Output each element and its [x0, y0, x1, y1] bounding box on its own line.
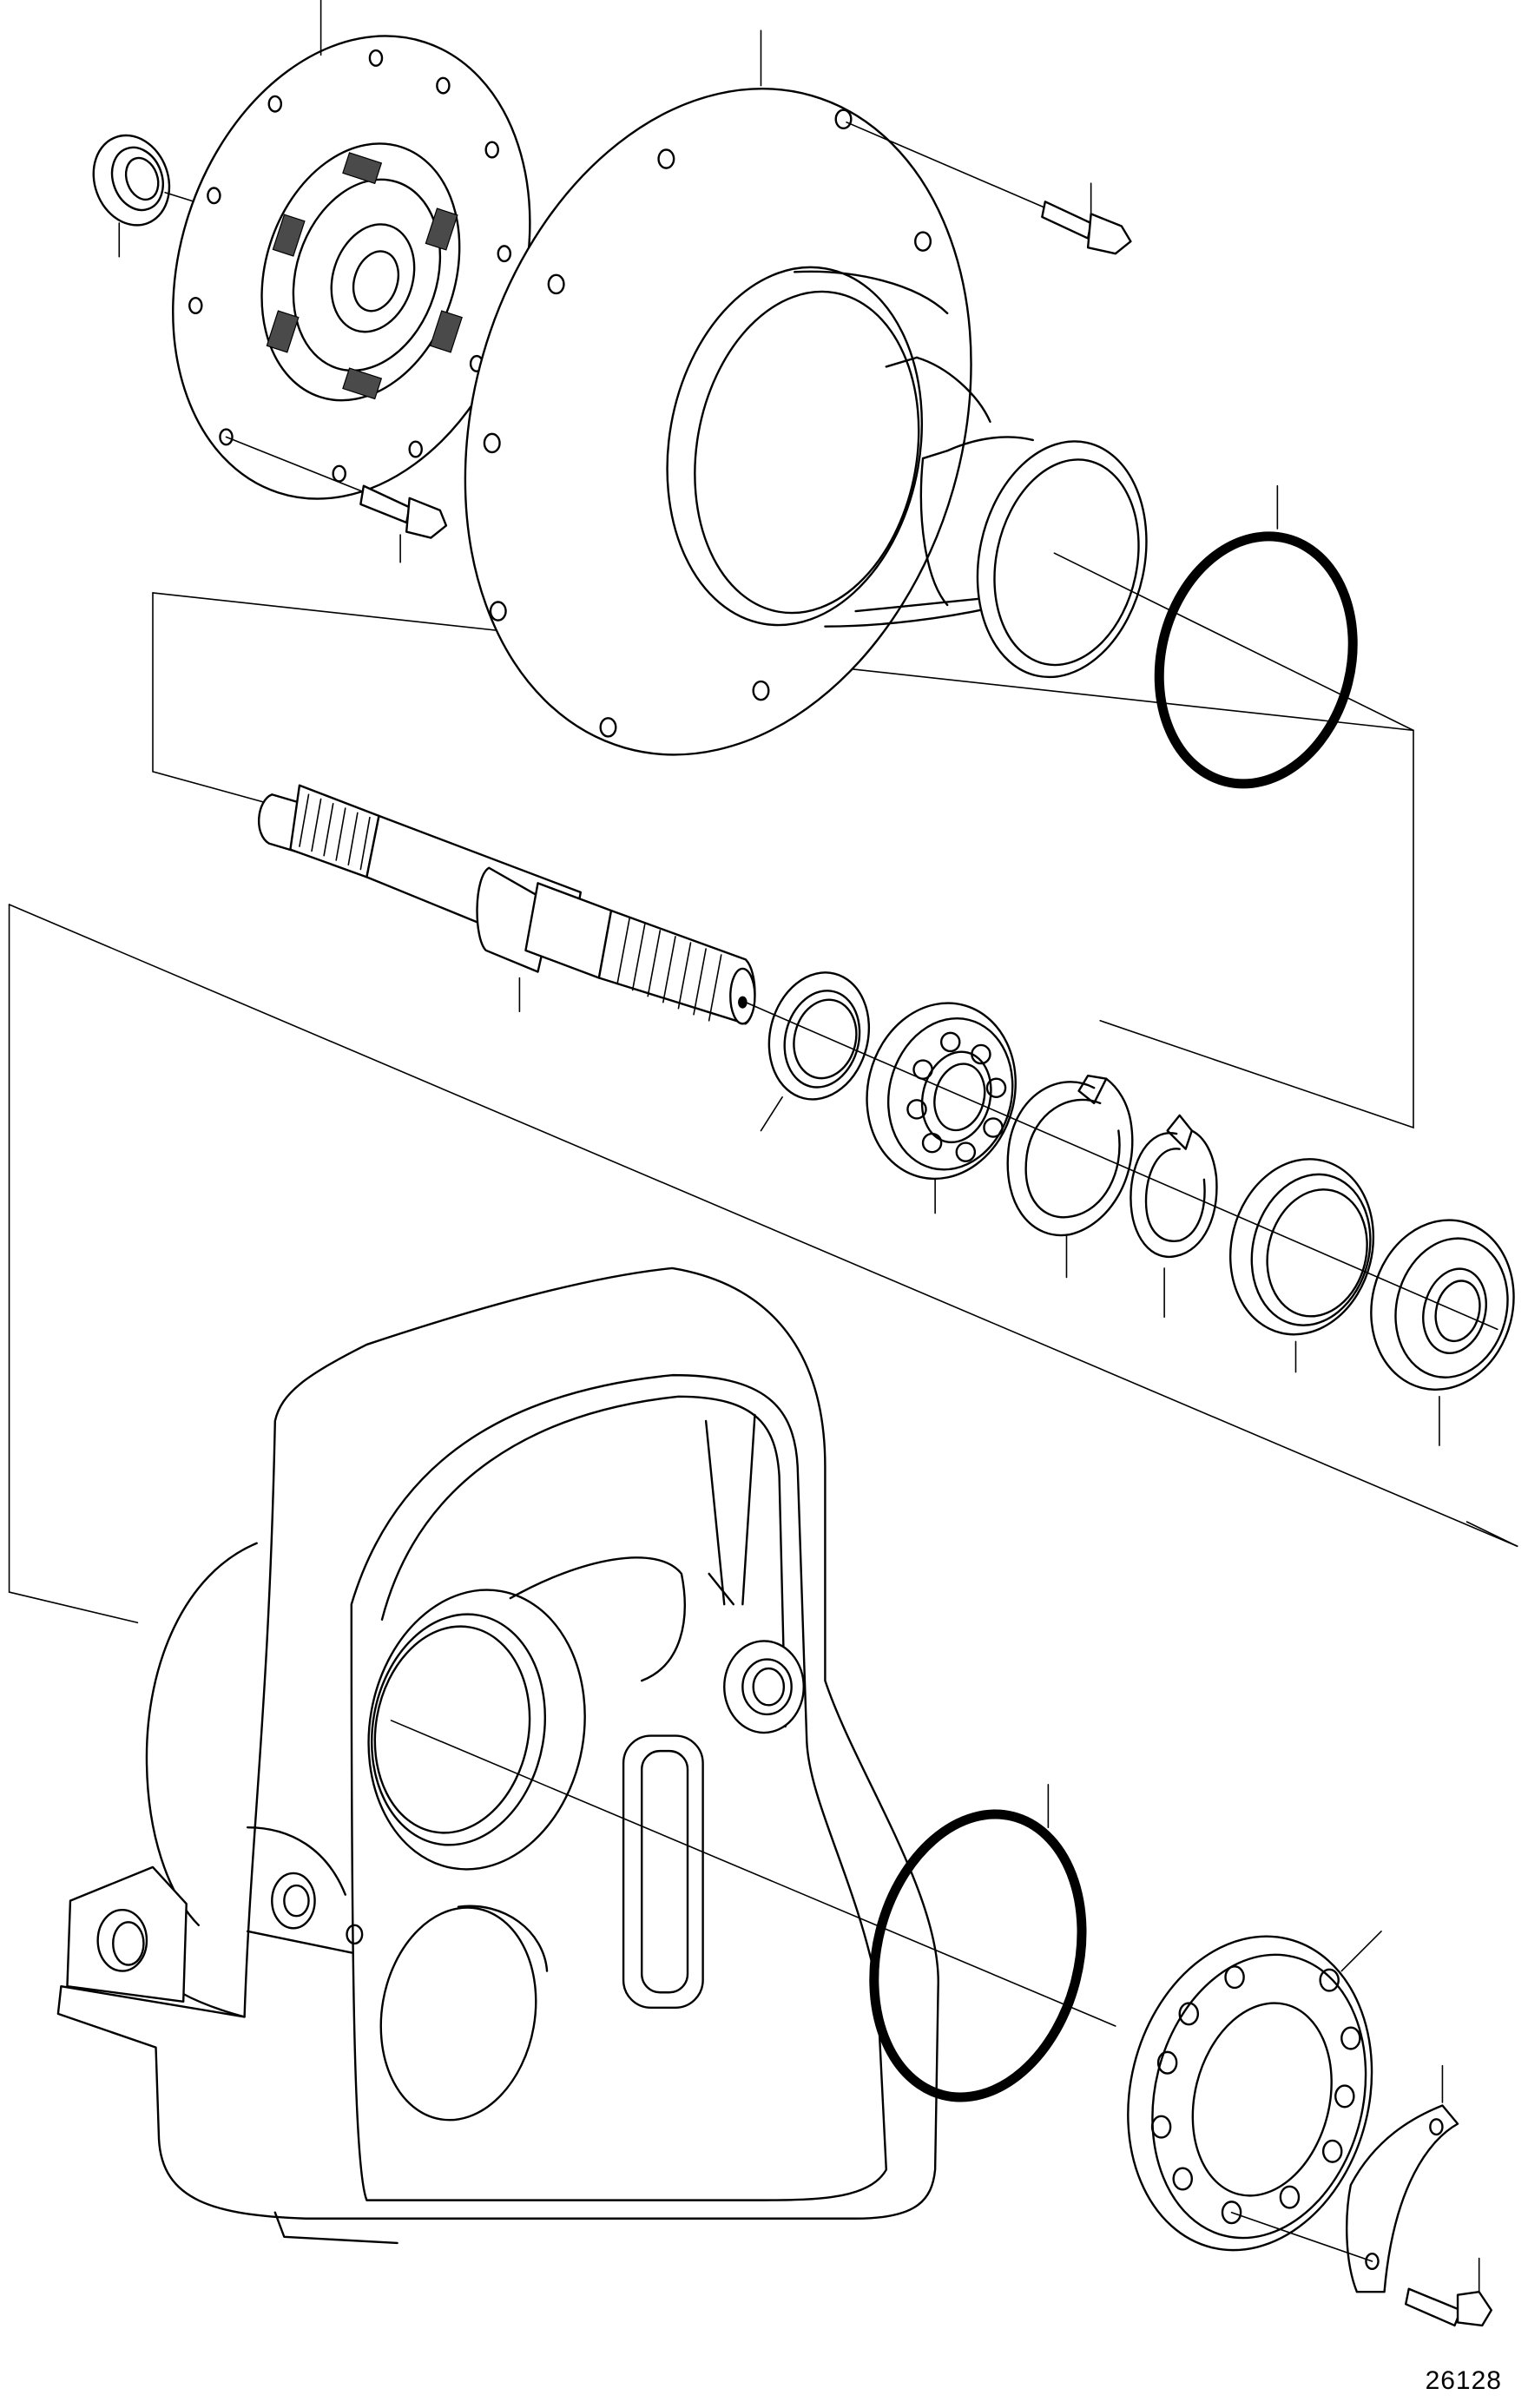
- bolt-disc: [226, 437, 445, 562]
- cover-bolt-holes: [1152, 1966, 1360, 2223]
- bolt-lock-plate: [1406, 2259, 1492, 2326]
- shaft-seal-small: [82, 125, 214, 257]
- o-ring-upper: [1054, 486, 1413, 805]
- circlip-large: [1008, 1076, 1133, 1277]
- seal-ring: [756, 962, 882, 1130]
- input-shaft: [259, 786, 754, 1024]
- circlip-small: [1130, 1115, 1216, 1317]
- shaft-splines-rear: [617, 918, 721, 1021]
- shaft-splines-front: [300, 794, 370, 869]
- bearing-cover: [1096, 1911, 1404, 2277]
- disc-bolt-holes: [189, 50, 510, 481]
- shaft-seal-large: [1353, 1205, 1528, 1445]
- clutch-disc: [115, 0, 588, 545]
- gear-housing: [58, 1268, 939, 2243]
- lock-plate: [1232, 2066, 1458, 2293]
- housing-bolt-holes: [484, 110, 931, 737]
- ball-bearing: [848, 987, 1033, 1213]
- bearing-balls: [907, 1033, 1005, 1161]
- bolt-housing: [846, 122, 1130, 253]
- flywheel-housing: [390, 29, 1168, 815]
- drawing-reference-number: 26128: [1425, 2366, 1502, 2395]
- spacer-ring: [1212, 1144, 1392, 1372]
- o-ring-lower: [846, 1785, 1110, 2120]
